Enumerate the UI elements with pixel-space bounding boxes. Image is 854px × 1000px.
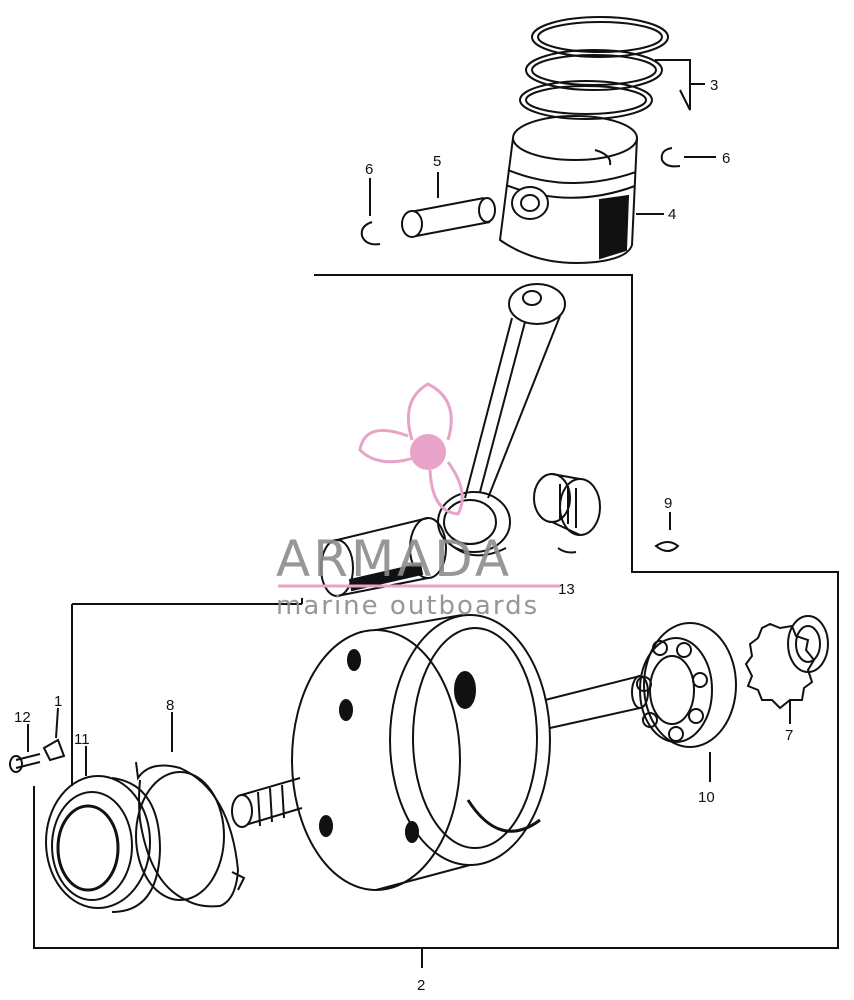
callout-5: 5 xyxy=(433,153,441,170)
propeller-icon xyxy=(358,382,464,516)
armada-watermark: ARMADA marine outboards xyxy=(276,382,560,621)
crankshaft-group-frame xyxy=(71,598,303,786)
connecting-rod-group-frame xyxy=(33,274,839,949)
needle-roller-bearing xyxy=(533,473,601,536)
callout-11: 11 xyxy=(74,731,90,748)
leader-1 xyxy=(55,707,59,739)
callout-7: 7 xyxy=(785,727,793,744)
piston-pin-clip-right xyxy=(660,147,681,168)
crankshaft xyxy=(231,614,649,891)
bearing-clip-13 xyxy=(557,547,577,554)
oil-seal xyxy=(45,775,162,913)
piston-rings xyxy=(519,16,669,120)
callout-2: 2 xyxy=(417,977,425,994)
callout-8: 8 xyxy=(166,697,174,714)
callout-6b: 6 xyxy=(722,150,730,167)
callout-6a: 6 xyxy=(365,161,373,178)
lock-plate xyxy=(42,738,66,762)
cam-chain-sprocket xyxy=(744,615,829,710)
callout-13: 13 xyxy=(558,581,575,598)
seal-retainer-plate xyxy=(135,761,246,908)
callout-10: 10 xyxy=(698,789,715,806)
screw xyxy=(9,753,41,773)
callout-3: 3 xyxy=(710,77,718,94)
watermark-brand: ARMADA xyxy=(276,530,512,588)
piston-pin-clip-left xyxy=(360,221,381,246)
callout-9: 9 xyxy=(664,495,672,512)
piston-pin xyxy=(401,197,496,238)
ball-bearing xyxy=(636,622,737,748)
callout-4: 4 xyxy=(668,206,676,223)
watermark-tagline: marine outboards xyxy=(276,591,539,621)
piston xyxy=(498,115,638,265)
callout-12: 12 xyxy=(14,709,31,726)
leader-3 xyxy=(655,59,705,111)
callout-1: 1 xyxy=(54,693,62,710)
woodruff-key xyxy=(654,541,680,552)
